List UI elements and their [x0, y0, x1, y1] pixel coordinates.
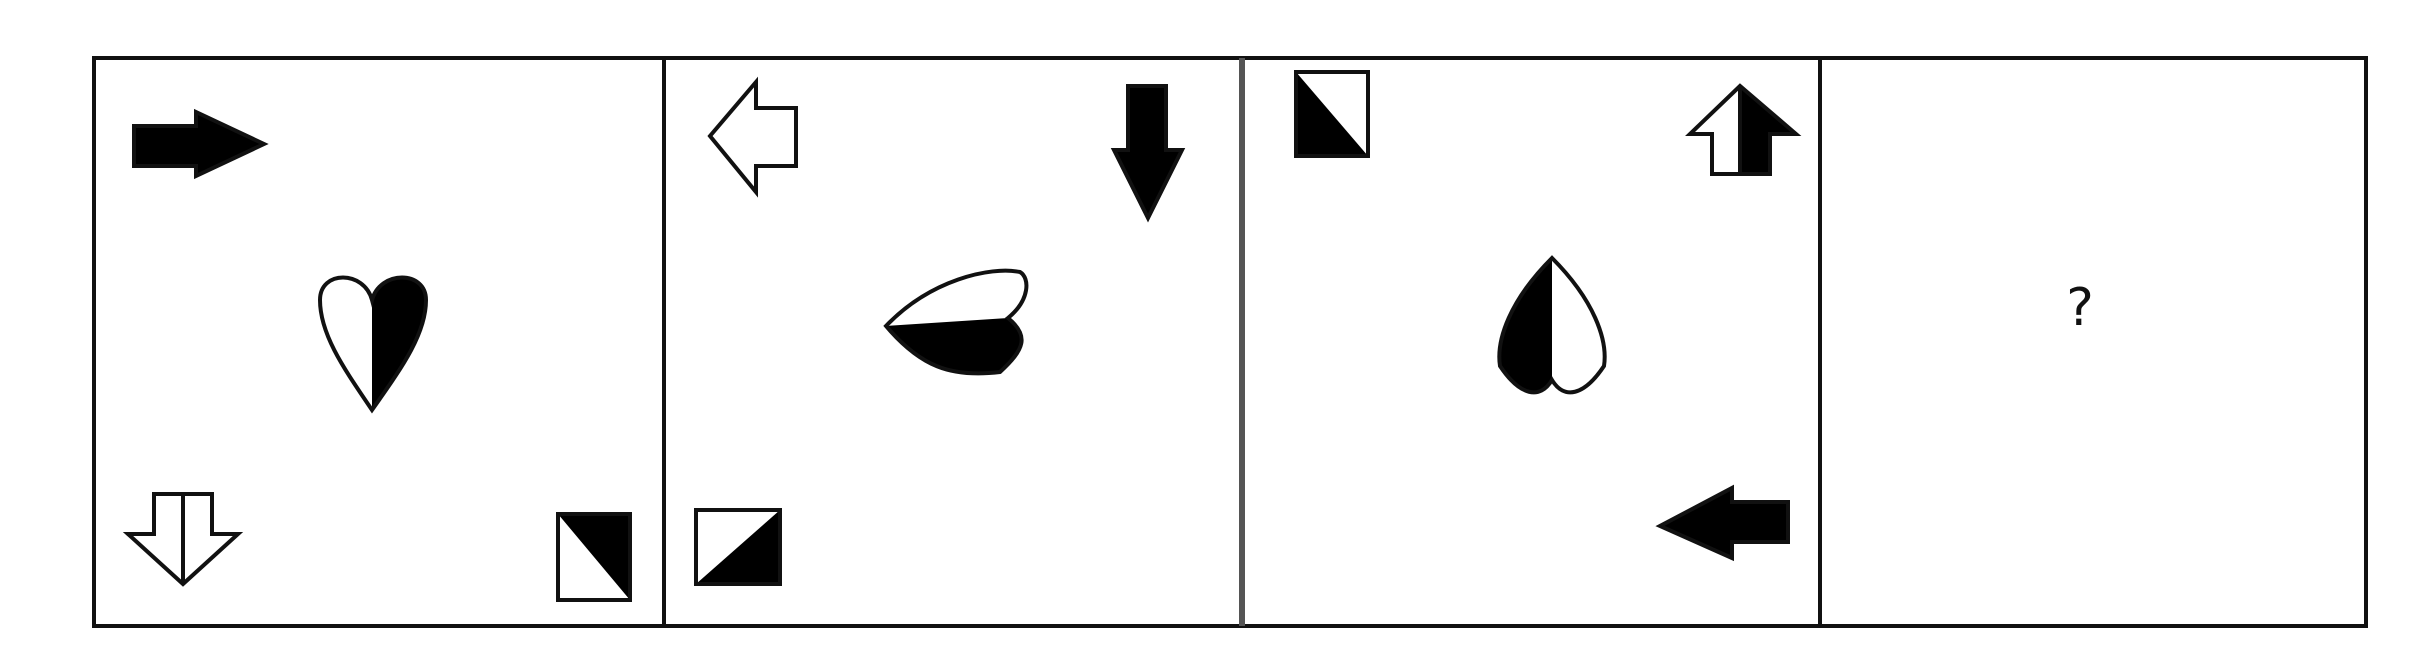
right-triangle-icon	[694, 508, 782, 586]
arrow-down-icon	[122, 492, 244, 587]
arrow-left-icon	[707, 76, 798, 198]
arrow-up-icon	[1685, 83, 1802, 176]
panel-3	[1294, 70, 1802, 562]
arrow-left-icon	[1655, 484, 1790, 562]
heart-icon	[1497, 255, 1607, 395]
right-triangle-icon	[1294, 70, 1370, 158]
heart-icon	[317, 275, 429, 414]
lens-icon	[883, 268, 1029, 376]
arrow-down-icon	[1110, 84, 1186, 223]
panel-2	[694, 76, 1186, 586]
question-mark: ?	[2066, 278, 2094, 338]
arrow-right-icon	[132, 108, 269, 180]
right-triangle-icon	[556, 512, 632, 602]
panel-1	[122, 108, 632, 602]
